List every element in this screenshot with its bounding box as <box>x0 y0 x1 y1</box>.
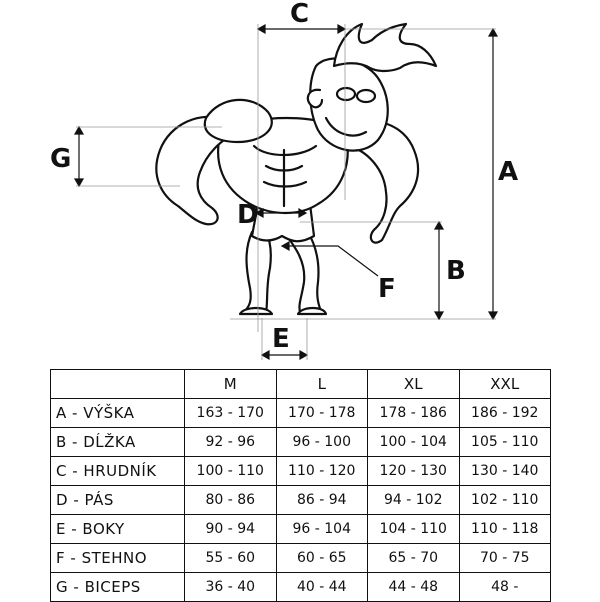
row-label: C - HRUDNÍK <box>50 456 185 486</box>
column-header: L <box>275 369 368 399</box>
size-table: M L XL XXL A - VÝŠKA 163 - 170 170 - 178… <box>50 369 551 602</box>
row-label: B - DĹŽKA <box>50 427 185 457</box>
dimension-label-d: D <box>237 200 259 230</box>
dimension-label-a: A <box>498 157 518 187</box>
table-row: F - STEHNO 55 - 60 60 - 65 65 - 70 70 - … <box>50 543 551 573</box>
row-label: D - PÁS <box>50 485 185 515</box>
dimension-label-c: C <box>290 0 309 29</box>
table-cell: 94 - 102 <box>367 485 460 515</box>
row-label: F - STEHNO <box>50 543 185 573</box>
table-cell: 90 - 94 <box>184 514 277 544</box>
table-cell: 92 - 96 <box>184 427 277 457</box>
table-cell: 96 - 100 <box>275 427 368 457</box>
table-cell: 186 - 192 <box>458 398 551 428</box>
bodybuilder-illustration <box>155 22 438 316</box>
table-row: C - HRUDNÍK 100 - 110 110 - 120 120 - 13… <box>50 456 551 486</box>
table-cell: 96 - 104 <box>275 514 368 544</box>
table-cell: 110 - 118 <box>458 514 551 544</box>
row-label: A - VÝŠKA <box>50 398 185 428</box>
table-row: D - PÁS 80 - 86 86 - 94 94 - 102 102 - 1… <box>50 485 551 515</box>
table-cell: 48 - <box>458 572 551 602</box>
table-cell: 40 - 44 <box>275 572 368 602</box>
table-corner-cell <box>50 369 185 399</box>
table-cell: 100 - 104 <box>367 427 460 457</box>
dimension-label-e: E <box>272 324 290 354</box>
table-cell: 55 - 60 <box>184 543 277 573</box>
table-cell: 102 - 110 <box>458 485 551 515</box>
table-header-row: M L XL XXL <box>50 369 551 399</box>
column-header: XL <box>367 369 460 399</box>
table-cell: 65 - 70 <box>367 543 460 573</box>
row-label: G - BICEPS <box>50 572 185 602</box>
table-cell: 170 - 178 <box>275 398 368 428</box>
table-cell: 100 - 110 <box>184 456 277 486</box>
table-row: G - BICEPS 36 - 40 40 - 44 44 - 48 48 - <box>50 572 551 602</box>
table-cell: 120 - 130 <box>367 456 460 486</box>
table-cell: 110 - 120 <box>275 456 368 486</box>
dimension-label-f: F <box>378 274 396 304</box>
table-row: E - BOKY 90 - 94 96 - 104 104 - 110 110 … <box>50 514 551 544</box>
table-cell: 86 - 94 <box>275 485 368 515</box>
table-cell: 36 - 40 <box>184 572 277 602</box>
row-label: E - BOKY <box>50 514 185 544</box>
table-cell: 60 - 65 <box>275 543 368 573</box>
table-cell: 104 - 110 <box>367 514 460 544</box>
measurement-figure: C A B G D E F <box>50 0 518 361</box>
dimension-lines <box>73 23 499 361</box>
column-header: XXL <box>458 369 551 399</box>
dimension-label-b: B <box>446 256 466 286</box>
table-cell: 178 - 186 <box>367 398 460 428</box>
table-cell: 80 - 86 <box>184 485 277 515</box>
table-row: A - VÝŠKA 163 - 170 170 - 178 178 - 186 … <box>50 398 551 428</box>
table-row: B - DĹŽKA 92 - 96 96 - 100 100 - 104 105… <box>50 427 551 457</box>
table-cell: 105 - 110 <box>458 427 551 457</box>
column-header: M <box>184 369 277 399</box>
table-cell: 70 - 75 <box>458 543 551 573</box>
table-cell: 163 - 170 <box>184 398 277 428</box>
table-cell: 44 - 48 <box>367 572 460 602</box>
table-cell: 130 - 140 <box>458 456 551 486</box>
dimension-label-g: G <box>50 144 71 174</box>
